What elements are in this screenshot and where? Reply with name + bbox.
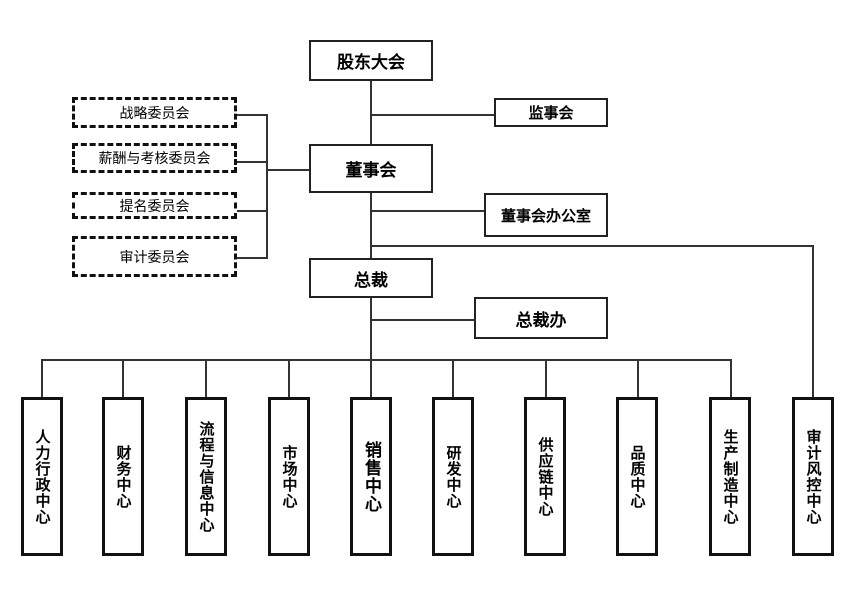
connector-dept-8 [637,359,639,397]
connector-audit-risk-top [370,245,814,247]
committee-label: 战略委员会 [119,105,190,122]
president-office-label: 总裁办 [515,310,567,331]
connector-board-office [370,210,484,212]
department-node[interactable]: 供应链中心 [524,397,566,556]
department-node[interactable]: 生产制造中心 [709,397,751,556]
department-label: 市场中心 [280,444,299,509]
connector-dept-4 [288,359,290,397]
department-label: 研发中心 [444,444,463,509]
department-label: 人力行政中心 [33,428,52,525]
department-node[interactable]: 流程与信息中心 [185,397,227,556]
department-label: 流程与信息中心 [197,420,216,533]
department-node[interactable]: 市场中心 [268,397,310,556]
board-of-directors-label: 董事会 [345,161,397,181]
connector-dept-1 [41,359,43,397]
committee-audit-node[interactable]: 审计委员会 [72,236,237,277]
department-node[interactable]: 人力行政中心 [21,397,63,556]
connector-committee-3 [236,210,267,212]
department-bus [41,359,731,361]
connector-committee-4 [236,257,267,259]
connector-supervisory [370,114,494,116]
board-office-node[interactable]: 董事会办公室 [484,193,608,237]
board-office-label: 董事会办公室 [500,206,591,225]
connector-dept-2 [122,359,124,397]
connector-shareholders-board [370,80,372,144]
department-label: 供应链中心 [536,436,555,517]
president-node[interactable]: 总裁 [309,258,433,298]
connector-dept-6 [452,359,454,397]
department-label: 财务中心 [114,444,133,509]
committee-strategy-node[interactable]: 战略委员会 [72,97,237,128]
committee-label: 审计委员会 [119,249,190,266]
supervisory-board-label: 监事会 [528,104,574,122]
connector-president-bus [370,297,372,397]
connector-audit-risk-down [812,245,814,397]
department-label: 品质中心 [628,444,647,509]
connector-dept-3 [205,359,207,397]
committee-label: 薪酬与考核委员会 [98,151,211,167]
connector-committee-2 [236,161,267,163]
connector-dept-7 [545,359,547,397]
department-node[interactable]: 品质中心 [616,397,658,556]
president-office-node[interactable]: 总裁办 [474,297,608,339]
shareholders-meeting-label: 股东大会 [337,53,405,73]
department-node[interactable]: 研发中心 [432,397,474,556]
connector-dept-9 [730,359,732,397]
department-node[interactable]: 审计风控中心 [792,397,834,556]
committee-label: 提名委员会 [119,198,190,215]
department-node[interactable]: 销售中心 [350,397,392,556]
supervisory-board-node[interactable]: 监事会 [494,98,608,127]
president-label: 总裁 [354,270,388,291]
department-label: 生产制造中心 [721,428,740,525]
shareholders-meeting-node[interactable]: 股东大会 [309,40,433,81]
committee-nomination-node[interactable]: 提名委员会 [72,192,237,219]
connector-committees-trunk [266,114,268,259]
department-node[interactable]: 财务中心 [102,397,144,556]
committee-compensation-node[interactable]: 薪酬与考核委员会 [72,143,237,173]
board-of-directors-node[interactable]: 董事会 [309,144,433,193]
connector-president-office [370,319,474,321]
department-label: 审计风控中心 [804,428,823,525]
connector-committees-board [266,169,309,171]
department-label: 销售中心 [361,440,381,513]
connector-committee-1 [236,114,267,116]
connector-board-president [370,192,372,258]
